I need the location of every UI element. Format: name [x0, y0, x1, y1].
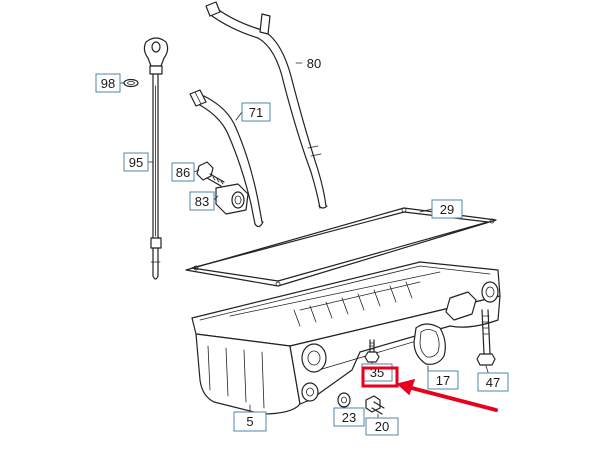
highlight-arrow-head: [396, 378, 416, 396]
callout-20: 20: [365, 417, 399, 436]
callout-5-text: 5: [246, 414, 253, 429]
callout-17: 17: [427, 370, 459, 390]
highlight-annotation: [361, 366, 498, 412]
callout-71: 71: [241, 102, 271, 122]
gasket-part: [185, 207, 497, 287]
washer-23-part: [337, 392, 351, 408]
callout-29: 29: [431, 199, 463, 219]
o-ring-part: [123, 78, 139, 88]
leader-lines: [119, 62, 489, 419]
bolt-47-part: [476, 309, 496, 366]
callout-95: 95: [123, 152, 149, 172]
oil-tube-part: [189, 89, 264, 228]
drain-plug-20-part: [365, 395, 385, 415]
callout-5: 5: [233, 411, 267, 432]
callout-80-text: 80: [307, 56, 321, 71]
seal-17-part: [413, 323, 446, 365]
bolt-35-part: [364, 339, 380, 363]
callout-23-text: 23: [342, 410, 356, 425]
callout-20-text: 20: [375, 419, 389, 434]
callout-80: 80: [307, 56, 321, 71]
callout-83-text: 83: [195, 194, 209, 209]
callout-71-text: 71: [249, 105, 263, 120]
dipstick-part: [143, 37, 169, 280]
callout-95-text: 95: [129, 155, 143, 170]
callout-86-text: 86: [176, 165, 190, 180]
guide-tube-part: [205, 1, 328, 209]
callout-98: 98: [95, 73, 121, 93]
callout-83: 83: [189, 191, 215, 211]
callout-47-text: 47: [486, 375, 500, 390]
callout-29-text: 29: [440, 202, 454, 217]
bolt-86-part: [196, 161, 225, 187]
callout-23: 23: [333, 407, 365, 427]
callout-17-text: 17: [436, 373, 450, 388]
callout-86: 86: [171, 162, 195, 182]
highlight-arrow-shaft: [402, 384, 498, 412]
oil-pan-part: [191, 261, 501, 415]
bracket-clip-part: [215, 183, 249, 215]
highlight-box: [361, 366, 399, 388]
callout-98-text: 98: [101, 76, 115, 91]
callout-47: 47: [477, 372, 509, 392]
